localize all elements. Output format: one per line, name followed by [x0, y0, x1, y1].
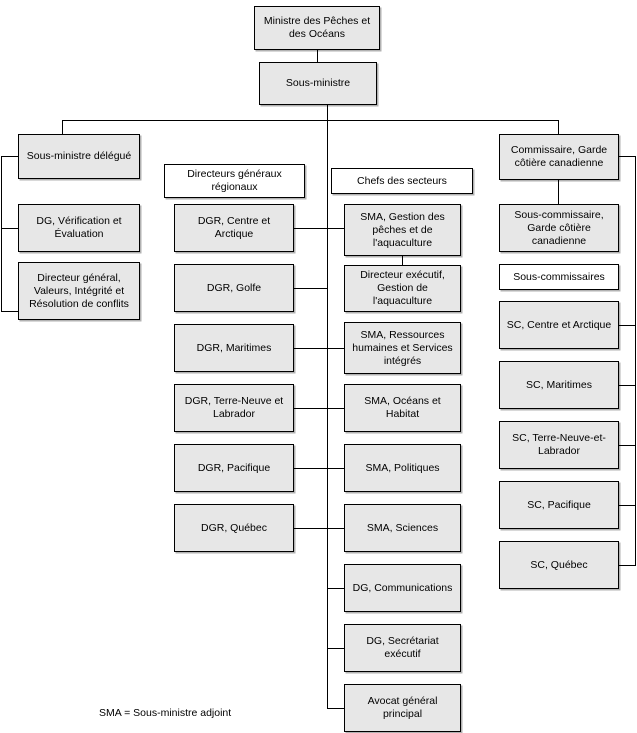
node-dgr-quebec[interactable]: DGR, Québec [174, 504, 294, 552]
connector-regional-stub-1 [294, 228, 328, 229]
connector-top-distribution-bar [62, 120, 559, 121]
connector-regional-stub-6 [294, 528, 328, 529]
node-dgr-newfoundland-labrador[interactable]: DGR, Terre-Neuve et Labrador [174, 384, 294, 432]
header-deputy-commissioners: Sous-commissaires [499, 264, 619, 290]
node-dgr-gulf-label: DGR, Golfe [206, 281, 262, 294]
connector-left-stub-1 [1, 156, 19, 157]
node-deputy-minister[interactable]: Sous-ministre [259, 62, 377, 105]
connector-deputy-trunk [327, 105, 328, 709]
node-dgr-gulf[interactable]: DGR, Golfe [174, 264, 294, 312]
node-sc-quebec-label: SC, Québec [530, 558, 588, 571]
node-sma-human-resources-label: SMA, Ressources humaines et Services int… [352, 328, 453, 367]
node-sma-oceans-habitat[interactable]: SMA, Océans et Habitat [344, 384, 461, 432]
connector-sector-stub-6 [327, 528, 344, 529]
node-dg-executive-secretariat[interactable]: DG, Secrétariat exécutif [344, 624, 461, 672]
connector-left-spine [1, 156, 2, 311]
header-sector-heads: Chefs des secteurs [331, 168, 473, 194]
node-sc-central-arctic[interactable]: SC, Centre et Arctique [499, 301, 619, 349]
connector-right-stub-2 [619, 385, 636, 386]
node-sma-oceans-habitat-label: SMA, Océans et Habitat [364, 395, 441, 420]
connector-sector-stub-5 [327, 468, 344, 469]
connector-right-stub-top [619, 156, 636, 157]
connector-regional-stub-4 [294, 408, 328, 409]
connector-to-commissioner [558, 120, 559, 134]
node-dgr-pacific-label: DGR, Pacifique [197, 461, 271, 474]
node-dgr-maritimes[interactable]: DGR, Maritimes [174, 324, 294, 372]
node-dg-executive-secretariat-label: DG, Secrétariat exécutif [366, 635, 439, 660]
node-sc-quebec[interactable]: SC, Québec [499, 541, 619, 589]
connector-right-stub-3 [619, 445, 636, 446]
connector-minister-to-deputy [317, 50, 318, 71]
connector-sector-stub-4 [327, 408, 344, 409]
connector-sector-stub-8 [327, 648, 344, 649]
node-executive-director-aquaculture-label: Directeur exécutif, Gestion de l'aquacul… [360, 269, 445, 307]
node-sma-policy-label: SMA, Politiques [365, 461, 440, 474]
node-sma-science-label: SMA, Sciences [366, 521, 439, 534]
node-sma-human-resources[interactable]: SMA, Ressources humaines et Services int… [344, 322, 461, 374]
connector-sector-stub-9 [327, 708, 344, 709]
node-minister[interactable]: Ministre des Pêches et des Océans [254, 6, 380, 50]
connector-regional-stub-3 [294, 348, 328, 349]
node-sma-science[interactable]: SMA, Sciences [344, 504, 461, 552]
connector-sector-stub-7 [327, 588, 344, 589]
node-dgr-newfoundland-labrador-label: DGR, Terre-Neuve et Labrador [184, 395, 284, 420]
connector-right-stub-4 [619, 505, 636, 506]
node-commissioner-coastguard[interactable]: Commissaire, Garde côtière canadienne [499, 134, 619, 180]
connector-left-stub-2 [1, 228, 19, 229]
node-commissioner-coastguard-label: Commissaire, Garde côtière canadienne [510, 144, 608, 169]
connector-regional-stub-2 [294, 288, 328, 289]
node-dg-audit-evaluation-label: DG, Vérification et Évaluation [36, 215, 122, 240]
node-minister-label: Ministre des Pêches et des Océans [263, 15, 371, 40]
connector-sector-stub-1 [327, 228, 344, 229]
node-sc-newfoundland-labrador[interactable]: SC, Terre-Neuve-et-Labrador [499, 421, 619, 469]
node-sc-maritimes-label: SC, Maritimes [526, 378, 592, 391]
node-senior-general-counsel[interactable]: Avocat général principal [344, 684, 461, 732]
node-dgr-maritimes-label: DGR, Maritimes [196, 341, 272, 354]
connector-commissioner-to-deputy [558, 180, 559, 204]
node-dgr-quebec-label: DGR, Québec [201, 521, 267, 534]
node-deputy-minister-label: Sous-ministre [285, 77, 351, 89]
connector-right-spine [635, 156, 636, 565]
node-deputy-commissioner-coastguard-label: Sous-commissaire, Garde côtière canadien… [514, 208, 604, 247]
node-dg-values-integrity-label: Directeur général, Valeurs, Intégrité et… [29, 271, 129, 310]
node-dgr-central-arctic[interactable]: DGR, Centre et Arctique [174, 204, 294, 252]
node-sc-newfoundland-labrador-label: SC, Terre-Neuve-et-Labrador [512, 432, 606, 457]
connector-sector-stub-3 [327, 348, 344, 349]
node-dg-values-integrity[interactable]: Directeur général, Valeurs, Intégrité et… [18, 262, 140, 320]
node-sma-policy[interactable]: SMA, Politiques [344, 444, 461, 492]
connector-regional-stub-5 [294, 468, 328, 469]
connector-to-deputy-delegate [62, 120, 63, 134]
node-dgr-central-arctic-label: DGR, Centre et Arctique [197, 215, 271, 240]
header-regional-directors: Directeurs généraux régionaux [164, 164, 305, 198]
node-senior-general-counsel-label: Avocat général principal [367, 695, 438, 720]
node-sc-central-arctic-label: SC, Centre et Arctique [506, 318, 612, 331]
node-dg-communications-label: DG, Communications [352, 581, 453, 594]
node-deputy-minister-delegate-label: Sous-ministre délégué [26, 150, 132, 162]
header-sector-heads-label: Chefs des secteurs [357, 174, 447, 187]
node-sma-fisheries-aquaculture-label: SMA, Gestion des pêches et de l'aquacult… [360, 210, 445, 249]
connector-left-stub-3 [1, 311, 19, 312]
header-deputy-commissioners-label: Sous-commissaires [513, 270, 605, 283]
node-dgr-pacific[interactable]: DGR, Pacifique [174, 444, 294, 492]
connector-right-stub-1 [619, 325, 636, 326]
node-sc-pacific-label: SC, Pacifique [527, 498, 591, 511]
node-sc-pacific[interactable]: SC, Pacifique [499, 481, 619, 529]
node-deputy-minister-delegate[interactable]: Sous-ministre délégué [18, 134, 140, 179]
legend-line-sma: SMA = Sous-ministre adjoint [99, 707, 232, 719]
header-regional-directors-label: Directeurs généraux régionaux [187, 168, 282, 193]
node-sma-fisheries-aquaculture[interactable]: SMA, Gestion des pêches et de l'aquacult… [344, 204, 461, 256]
connector-sma-to-executive-director [402, 256, 403, 265]
node-dg-communications[interactable]: DG, Communications [344, 564, 461, 612]
node-dg-audit-evaluation[interactable]: DG, Vérification et Évaluation [18, 204, 140, 252]
connector-right-stub-5 [619, 565, 636, 566]
node-sc-maritimes[interactable]: SC, Maritimes [499, 361, 619, 409]
node-deputy-commissioner-coastguard[interactable]: Sous-commissaire, Garde côtière canadien… [499, 204, 619, 252]
node-executive-director-aquaculture[interactable]: Directeur exécutif, Gestion de l'aquacul… [344, 265, 461, 312]
legend: SMA = Sous-ministre adjoint DGR = Direct… [99, 680, 255, 733]
